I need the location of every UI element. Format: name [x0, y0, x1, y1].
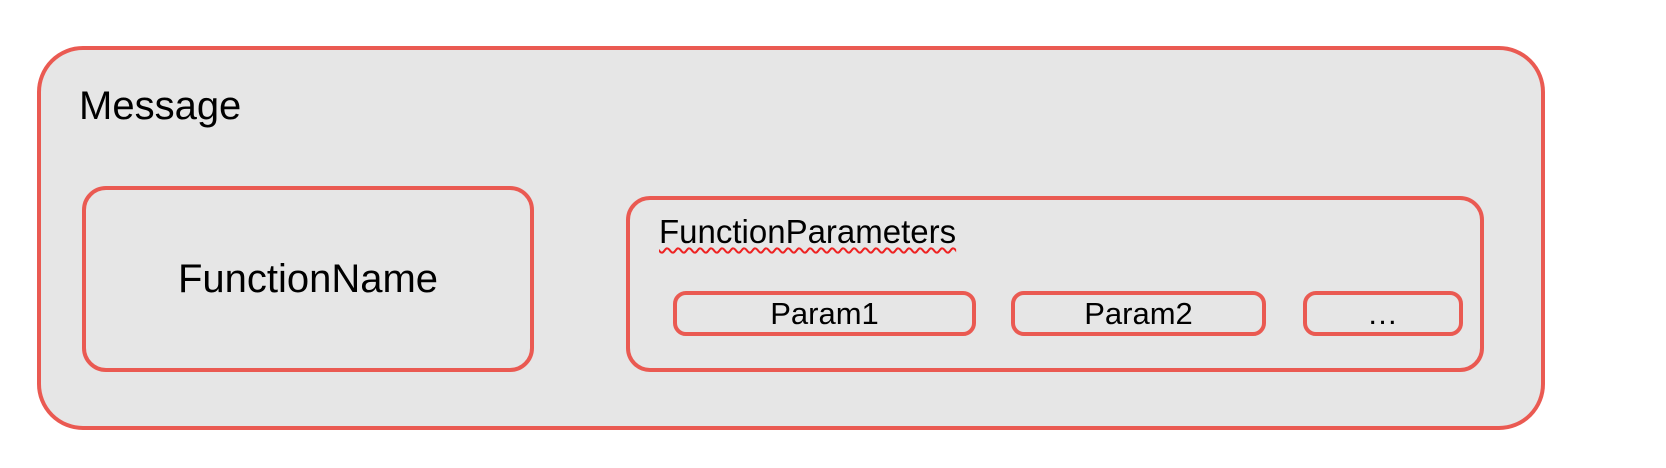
- function-parameters-label: FunctionParameters: [659, 213, 957, 250]
- param-chip-ellipsis: …: [1303, 291, 1463, 336]
- message-label: Message: [79, 84, 242, 128]
- function-name-label: FunctionName: [177, 257, 439, 301]
- function-parameters-box: FunctionParameters Param1 Param2 …: [626, 196, 1484, 372]
- param-chip-label: …: [1367, 296, 1399, 331]
- function-name-box: FunctionName: [82, 186, 534, 372]
- param-chip: Param1: [673, 291, 976, 336]
- message-container: Message FunctionName FunctionParameters …: [37, 46, 1545, 430]
- param-chip-label: Param1: [770, 296, 879, 331]
- param-chip-label: Param2: [1084, 296, 1193, 331]
- param-chip: Param2: [1011, 291, 1266, 336]
